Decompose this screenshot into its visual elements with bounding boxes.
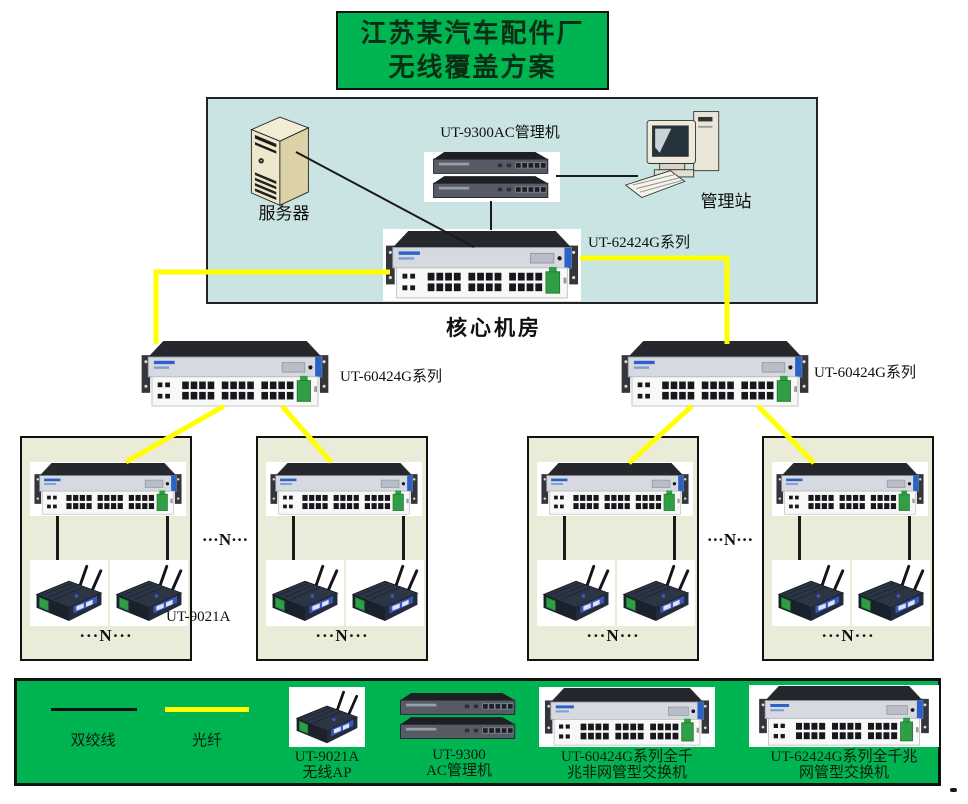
stray-mark	[950, 788, 957, 792]
twisted-pair-link	[402, 516, 405, 562]
legend-unmanaged-switch-label: UT-60424G系列全千 兆非网管型交换机	[529, 749, 725, 781]
fiber-label: 光纤	[191, 733, 222, 749]
core-room-label: 核心机房	[446, 316, 542, 340]
server-icon	[236, 110, 322, 208]
wireless-ap-icon	[852, 560, 930, 626]
title-line-2: 无线覆盖方案	[388, 52, 557, 82]
legend-managed-switch-line2: 网管型交换机	[798, 765, 889, 781]
ap-group-box-3: ···N···	[527, 436, 699, 661]
wireless-ap-icon	[110, 560, 188, 626]
wireless-ap-icon	[537, 560, 615, 626]
legend-ap-label: UT-9021A 无线AP	[275, 749, 379, 781]
wireless-ap-icon	[617, 560, 695, 626]
legend-ac-controller-icon	[395, 693, 523, 743]
legend-box: 双绞线 光纤 UT-9021A 无线AP UT-9300 AC管理机 UT-60…	[14, 678, 941, 786]
access-switch-icon	[537, 462, 693, 516]
twisted-pair-link	[798, 516, 801, 562]
access-switch-icon	[266, 462, 422, 516]
ac-controller-icon	[424, 152, 560, 202]
n-more-label: ···N···	[586, 626, 640, 645]
twisted-pair-link	[563, 516, 566, 562]
legend-ap-label-line2: 无线AP	[302, 765, 352, 781]
wireless-ap-icon	[266, 560, 344, 626]
twisted-pair-label: 双绞线	[70, 733, 116, 749]
workstation-label: 管理站	[700, 192, 752, 211]
legend-managed-switch-label: UT-62424G系列全千兆 网管型交换机	[741, 749, 947, 781]
right-distribution-switch-icon	[618, 340, 812, 408]
right-distribution-switch-label: UT-60424G系列	[814, 365, 916, 381]
legend-unmanaged-switch-icon	[539, 687, 715, 747]
n-more-label-right-gap: ···N···	[706, 530, 754, 549]
core-switch-label: UT-62424G系列	[588, 235, 690, 251]
twisted-pair-link	[673, 516, 676, 562]
core-switch-icon	[383, 229, 581, 301]
legend-wireless-ap-icon	[289, 687, 365, 747]
ac-controller-label: UT-9300AC管理机	[440, 125, 560, 141]
n-more-label: ···N···	[315, 626, 369, 645]
fiber-sample-line	[165, 707, 249, 712]
legend-managed-switch-line1: UT-62424G系列全千兆	[770, 749, 918, 765]
twisted-pair-link	[908, 516, 911, 562]
twisted-pair-sample-line	[51, 708, 137, 711]
left-distribution-switch-label: UT-60424G系列	[340, 369, 442, 385]
legend-ac-label-line1: UT-9300	[432, 747, 486, 763]
access-switch-icon	[772, 462, 928, 516]
n-more-label-left-gap: ···N···	[201, 530, 249, 549]
twisted-pair-link	[166, 516, 169, 562]
legend-unmanaged-switch-line1: UT-60424G系列全千	[561, 749, 693, 765]
ap-group-box-4: ···N···	[762, 436, 934, 661]
n-more-label: ···N···	[79, 626, 133, 645]
title-line-1: 江苏某汽车配件厂	[360, 18, 585, 48]
title-box: 江苏某汽车配件厂 无线覆盖方案	[336, 11, 609, 90]
workstation-icon	[622, 108, 734, 202]
wireless-ap-icon	[772, 560, 850, 626]
legend-ac-label-line2: AC管理机	[426, 763, 492, 779]
wireless-ap-icon	[346, 560, 424, 626]
server-label: 服务器	[258, 204, 310, 223]
legend-managed-switch-icon	[749, 685, 939, 747]
wireless-ap-icon	[30, 560, 108, 626]
n-more-label: ···N···	[821, 626, 875, 645]
twisted-pair-link	[56, 516, 59, 562]
legend-ap-label-line1: UT-9021A	[294, 749, 360, 765]
ap-group-box-1: ···N···	[20, 436, 192, 661]
left-distribution-switch-icon	[138, 340, 332, 408]
ap-group-box-2: ···N···	[256, 436, 428, 661]
twisted-pair-link	[292, 516, 295, 562]
legend-unmanaged-switch-line2: 兆非网管型交换机	[566, 765, 687, 781]
access-switch-icon	[30, 462, 186, 516]
ap-model-label: UT-9021A	[166, 609, 231, 625]
legend-ac-label: UT-9300 AC管理机	[407, 747, 511, 779]
